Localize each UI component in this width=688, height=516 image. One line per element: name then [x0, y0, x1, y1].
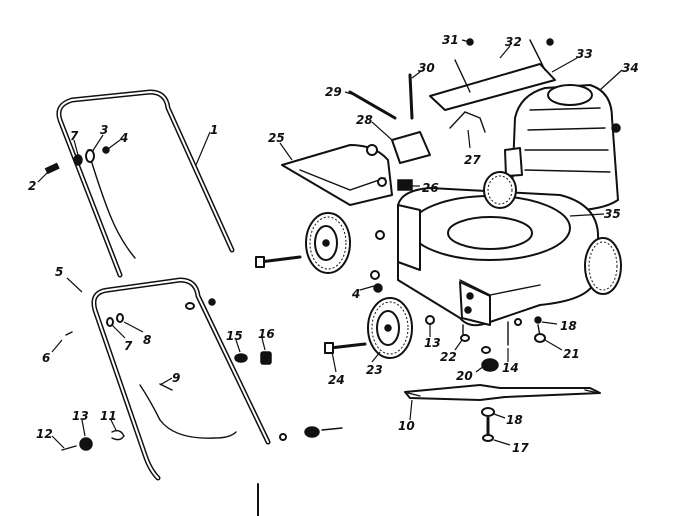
callout-31: 31	[442, 33, 459, 47]
callout-7: 7	[70, 129, 79, 143]
throttle-rod	[348, 90, 397, 120]
lower-handle-bolt	[279, 426, 343, 441]
callout-labels: 1 2 3 4 7 5 6 7 8 9 11 12 13 15 16 25 28…	[28, 33, 639, 455]
callout-16: 16	[258, 327, 275, 341]
callout-9: 9	[172, 371, 180, 385]
callout-25: 25	[268, 131, 285, 145]
blade-adapter	[481, 358, 499, 372]
callout-3: 3	[100, 123, 108, 137]
callout-21: 21	[563, 347, 580, 361]
rear-bracket	[391, 131, 431, 191]
leader-lines	[37, 39, 623, 449]
callout-23: 23	[366, 363, 383, 377]
callout-4b: 4	[351, 287, 360, 301]
callout-26: 26	[422, 181, 439, 195]
handle-hardware-lower	[65, 298, 216, 336]
callout-6: 6	[42, 351, 50, 365]
callout-2: 2	[28, 179, 36, 193]
wheel-front-left	[367, 297, 413, 359]
callout-18b: 18	[506, 413, 523, 427]
callout-28: 28	[356, 113, 373, 127]
callout-33: 33	[576, 47, 593, 61]
control-cable	[87, 149, 136, 259]
callout-8: 8	[143, 333, 151, 347]
upper-handle	[56, 89, 235, 278]
callout-1: 1	[210, 123, 218, 137]
control-spring	[449, 111, 486, 133]
callout-13: 13	[72, 409, 89, 423]
wheel-bolts	[255, 230, 435, 354]
callout-11: 11	[100, 409, 117, 423]
callout-19: 10	[398, 419, 415, 433]
callout-29: 29	[325, 85, 342, 99]
bail-cable	[139, 384, 237, 439]
callout-24: 24	[328, 373, 345, 387]
callout-32: 32	[505, 35, 522, 49]
blade	[404, 384, 601, 401]
callout-18: 18	[560, 319, 577, 333]
lower-handle	[91, 277, 271, 481]
grass-deflector	[281, 144, 393, 206]
wheel-rear-right	[483, 171, 517, 209]
callout-15: 15	[226, 329, 243, 343]
engine	[504, 84, 621, 212]
wing-knob-parts	[61, 429, 125, 451]
callout-13b: 13	[424, 336, 441, 350]
mower-deck	[397, 187, 600, 327]
callout-30: 30	[418, 61, 435, 75]
callout-14: 14	[502, 361, 519, 375]
callout-27: 27	[464, 153, 481, 167]
control-plate	[429, 38, 556, 111]
callout-20: 20	[456, 369, 473, 383]
callout-12: 12	[36, 427, 53, 441]
handle-knob-parts	[234, 351, 272, 365]
wheel-front-right	[584, 237, 622, 295]
callout-35: 35	[604, 207, 621, 221]
top-bolt	[408, 73, 414, 120]
callout-7b: 7	[124, 339, 133, 353]
wheel-rear-left	[305, 212, 351, 274]
deck-hardware	[370, 270, 546, 354]
handle-hardware-upper	[44, 146, 110, 175]
callout-17: 17	[512, 441, 529, 455]
callout-4: 4	[119, 131, 128, 145]
blade-bolt	[481, 407, 495, 442]
callout-5: 5	[55, 265, 63, 279]
callout-34: 34	[622, 61, 639, 75]
callout-22: 22	[440, 350, 457, 364]
